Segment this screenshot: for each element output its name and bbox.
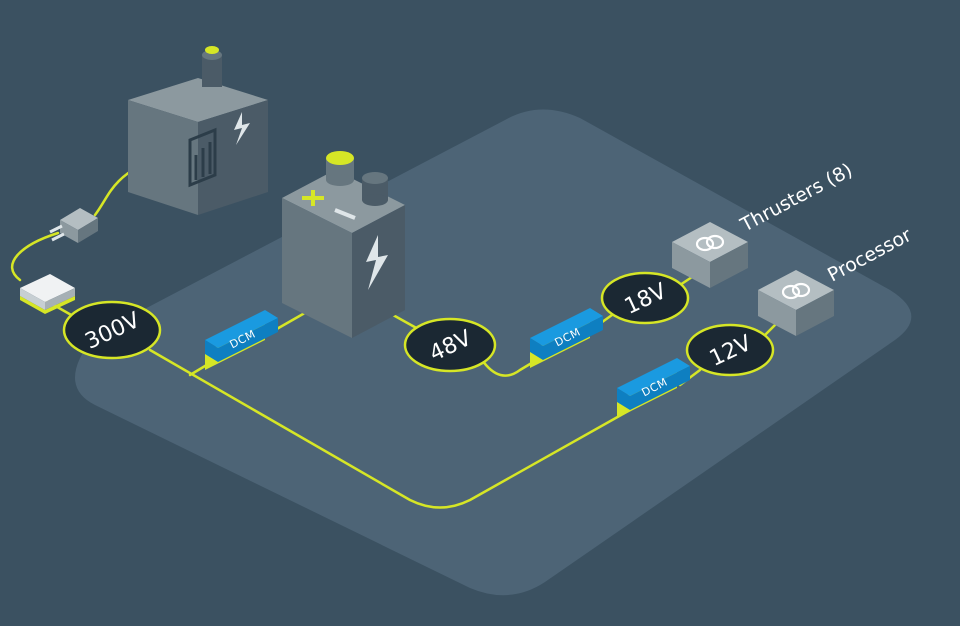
wire-main-bus bbox=[148, 348, 632, 509]
voltage-node-300v: 300V bbox=[62, 300, 162, 360]
generator-icon bbox=[128, 46, 268, 215]
processor-box bbox=[758, 270, 834, 336]
dcm-module-3: DCM bbox=[617, 358, 690, 418]
transformer-icon bbox=[695, 234, 725, 252]
voltage-node-18v: 18V bbox=[600, 271, 690, 325]
wire-plug-input bbox=[10, 231, 60, 282]
voltage-node-12v: 12V bbox=[685, 323, 775, 377]
thrusters-box bbox=[672, 222, 748, 288]
voltage-node-48v: 48V bbox=[403, 317, 497, 373]
bolt-icon bbox=[366, 235, 388, 290]
plus-icon bbox=[302, 190, 324, 206]
minus-icon bbox=[334, 208, 356, 220]
wire-12v-processor bbox=[763, 323, 777, 337]
dcm-module-1: DCM bbox=[205, 310, 278, 370]
power-plug-icon bbox=[49, 208, 98, 243]
transformer-icon bbox=[781, 282, 811, 300]
processor-label: Processor bbox=[824, 224, 915, 286]
wire-48v-dcm2 bbox=[480, 353, 547, 377]
power-input-module bbox=[20, 274, 75, 314]
dcm-module-2: DCM bbox=[530, 308, 603, 368]
thrusters-label: Thrusters (8) bbox=[736, 159, 856, 237]
battery-icon bbox=[282, 151, 405, 338]
